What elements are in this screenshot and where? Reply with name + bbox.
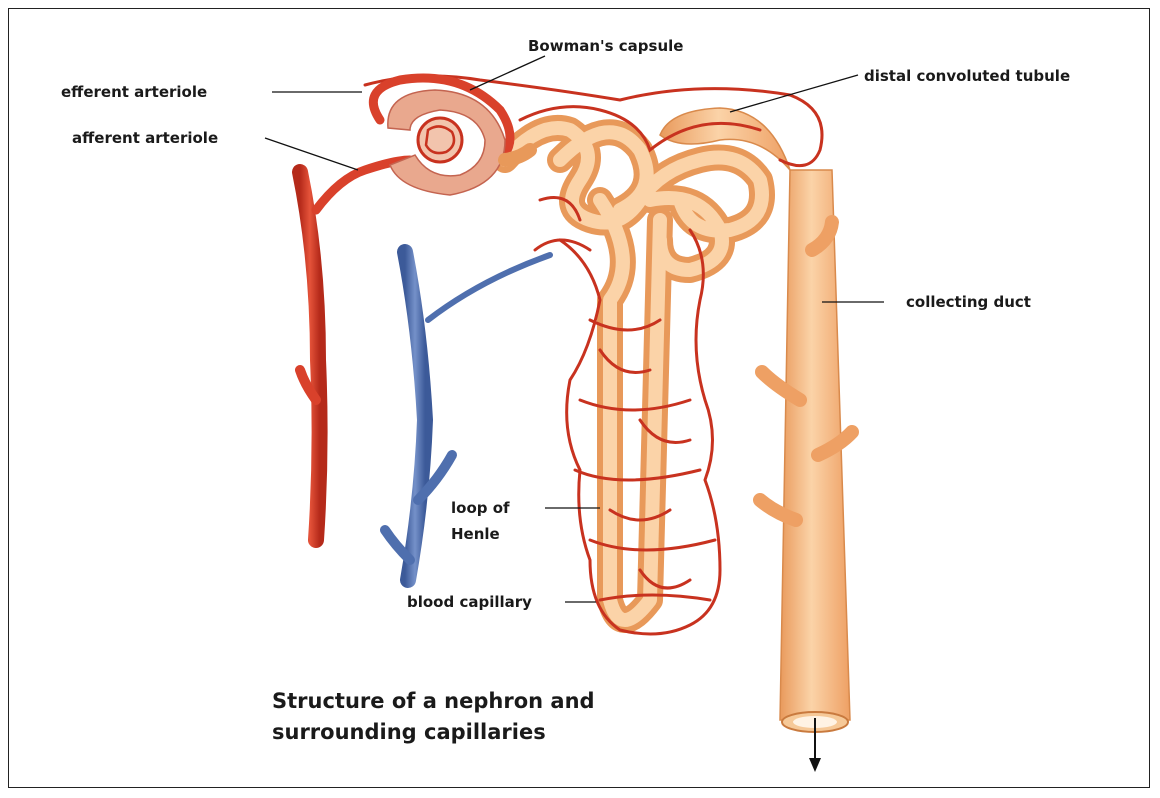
bowmans-capsule-shape xyxy=(373,78,530,195)
caption-line-2: surrounding capillaries xyxy=(272,717,595,748)
tubule-shapes xyxy=(505,128,762,620)
label-loop-of-henle-line2: Henle xyxy=(451,524,500,544)
label-bowmans-capsule: Bowman's capsule xyxy=(528,36,683,56)
label-distal-convoluted-tubule: distal convoluted tubule xyxy=(864,66,1070,86)
label-efferent-arteriole: efferent arteriole xyxy=(61,82,207,102)
label-loop-of-henle-line1: loop of xyxy=(451,498,510,518)
caption-line-1: Structure of a nephron and xyxy=(272,686,595,717)
label-afferent-arteriole: afferent arteriole xyxy=(72,128,218,148)
diagram-caption: Structure of a nephron and surrounding c… xyxy=(272,686,595,748)
artery-shape xyxy=(300,160,410,540)
label-collecting-duct: collecting duct xyxy=(906,292,1031,312)
label-blood-capillary: blood capillary xyxy=(407,592,532,612)
